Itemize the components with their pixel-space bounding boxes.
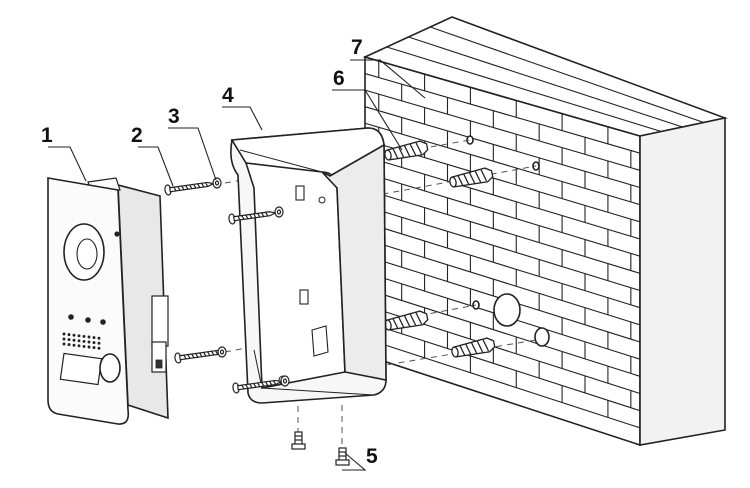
box-clip-tab bbox=[299, 289, 309, 305]
wall-plug bbox=[451, 337, 496, 358]
call-button bbox=[99, 353, 121, 383]
callout-leaders bbox=[48, 59, 426, 471]
brick-courses bbox=[364, 26, 704, 429]
wall-drill-hole bbox=[466, 135, 474, 145]
brick-wall bbox=[362, 16, 728, 447]
name-plate bbox=[59, 352, 103, 386]
wall-plugs bbox=[384, 140, 496, 358]
callout-2: 2 bbox=[131, 124, 143, 147]
box-inner-wall bbox=[321, 143, 387, 381]
wall-plug bbox=[384, 140, 429, 161]
callout-3: 3 bbox=[168, 105, 180, 128]
screws bbox=[164, 177, 290, 394]
box-cable-port bbox=[311, 325, 329, 357]
wall-cable-hole-large bbox=[493, 293, 521, 327]
mounting-screw bbox=[228, 211, 278, 225]
mounting-screw bbox=[174, 349, 226, 364]
panel-front-face bbox=[47, 177, 130, 425]
box-clip-tab bbox=[295, 185, 305, 201]
wall-side-face bbox=[639, 117, 726, 446]
callout-6: 6 bbox=[333, 67, 345, 90]
callout-7: 7 bbox=[351, 36, 363, 59]
box-screw-hole bbox=[318, 196, 326, 204]
callout-5: 5 bbox=[366, 445, 378, 468]
wall-plug bbox=[449, 167, 494, 188]
mounting-box bbox=[230, 127, 387, 404]
speaker-grille bbox=[62, 332, 101, 350]
outdoor-station-panel bbox=[47, 177, 169, 425]
mounting-screw bbox=[164, 181, 216, 196]
mounting-screw bbox=[232, 379, 284, 394]
bottom-set-screws bbox=[291, 431, 350, 466]
wall-plug bbox=[384, 310, 429, 331]
callout-1: 1 bbox=[41, 124, 53, 147]
wall-cable-hole-small bbox=[534, 327, 550, 347]
callout-4: 4 bbox=[222, 84, 234, 107]
